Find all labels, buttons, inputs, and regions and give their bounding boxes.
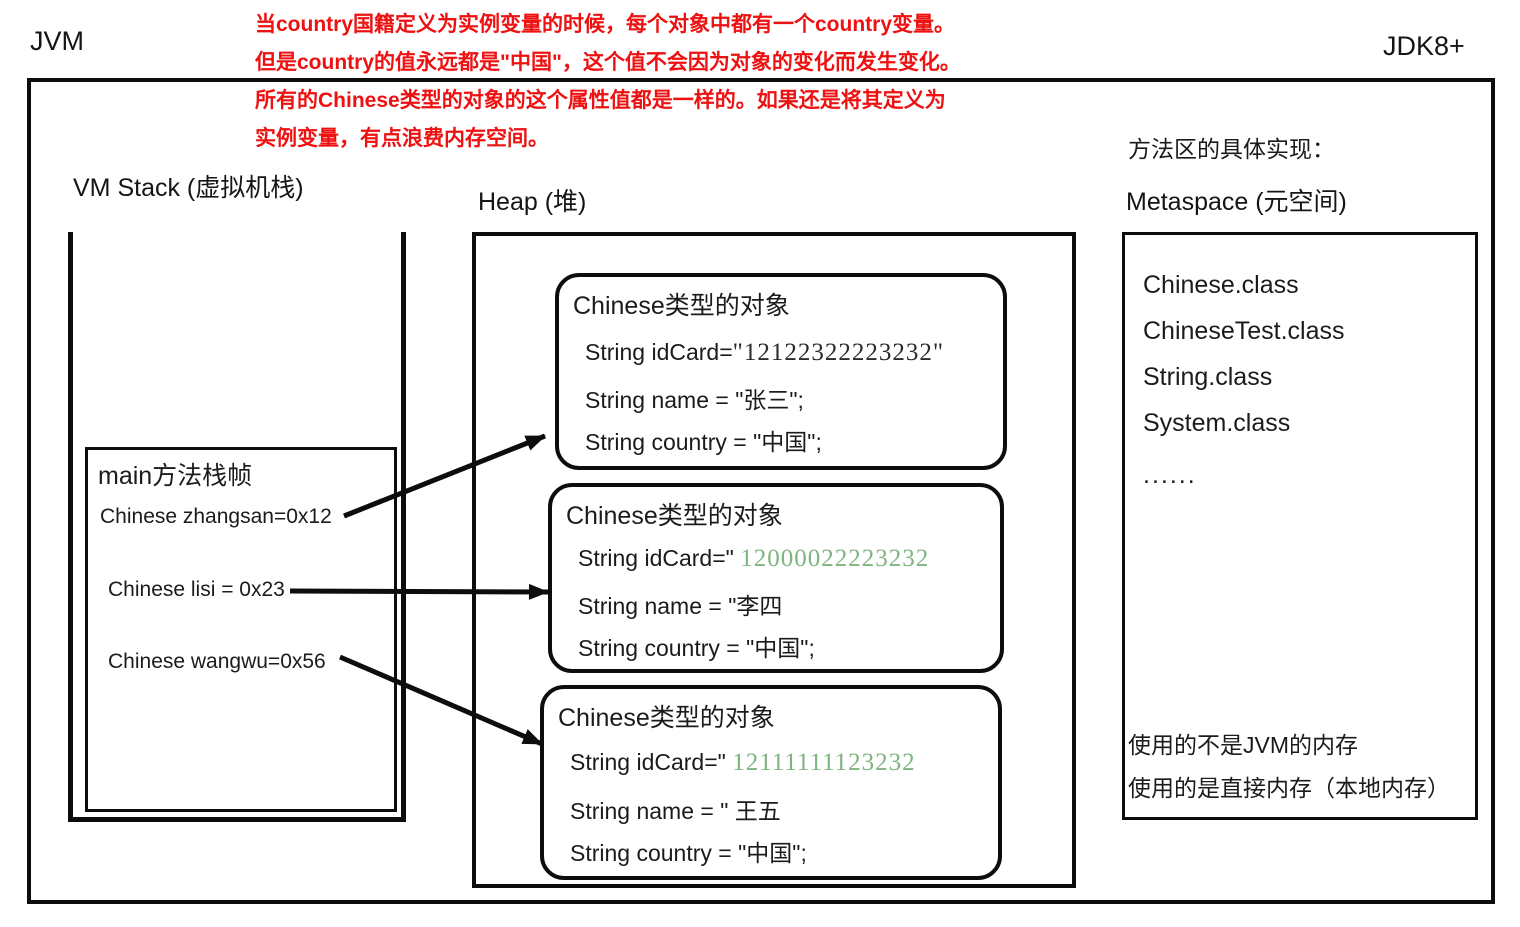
heap-object-title: Chinese类型的对象 [573, 292, 790, 320]
country-line: String country = "中国"; [585, 429, 822, 455]
country-line: String country = "中国"; [570, 840, 807, 866]
idcard-line: String idCard=" 12111111123232 [570, 749, 916, 777]
metaspace-note-2: 使用的是直接内存（本地内存） [1128, 775, 1450, 801]
stack-var-wangwu: Chinese wangwu=0x56 [108, 650, 326, 673]
idcard-line: String idCard=" 12000022223232 [578, 545, 929, 573]
idcard-label: String idCard=" [578, 545, 741, 571]
vm-stack-container [68, 232, 406, 822]
idcard-value: "12122322223232" [732, 339, 945, 366]
stack-var-zhangsan: Chinese zhangsan=0x12 [100, 505, 332, 528]
metaspace-class-list: Chinese.class ChineseTest.class String.c… [1143, 262, 1344, 498]
annotation-block: 当country国籍定义为实例变量的时候，每个对象中都有一个country变量。… [255, 6, 1035, 158]
metaspace-box [1122, 232, 1478, 820]
name-line: String name = "李四 [578, 593, 783, 619]
class-item: System.class [1143, 409, 1291, 437]
annotation-line-1: 当country国籍定义为实例变量的时候，每个对象中都有一个country变量。 [255, 13, 956, 36]
heap-object-title: Chinese类型的对象 [566, 502, 783, 530]
idcard-line: String idCard="12122322223232" [585, 339, 944, 367]
vm-stack-title: VM Stack (虚拟机栈) [73, 174, 304, 202]
jdk8-label: JDK8+ [1383, 31, 1465, 61]
jvm-outer-box [27, 78, 1495, 904]
annotation-line-4: 实例变量，有点浪费内存空间。 [255, 127, 549, 150]
name-line: String name = "张三"; [585, 387, 804, 413]
heap-object-wangwu: Chinese类型的对象 String idCard=" 12111111123… [540, 685, 1002, 880]
name-line: String name = " 王五 [570, 798, 781, 824]
class-item: ChineseTest.class [1143, 317, 1345, 345]
main-frame-title: main方法栈帧 [98, 462, 253, 490]
idcard-label: String idCard= [585, 339, 733, 365]
class-item: String.class [1143, 363, 1273, 391]
class-list-ellipsis: ...... [1143, 461, 1197, 489]
heap-object-lisi: Chinese类型的对象 String idCard=" 12000022223… [548, 483, 1004, 673]
metaspace-title: Metaspace (元空间) [1126, 188, 1347, 216]
class-item: Chinese.class [1143, 271, 1299, 299]
annotation-line-3: 所有的Chinese类型的对象的这个属性值都是一样的。如果还是将其定义为 [255, 89, 946, 112]
heap-title: Heap (堆) [478, 188, 587, 216]
idcard-value: 12111111123232 [732, 749, 916, 776]
main-stack-frame: main方法栈帧 Chinese zhangsan=0x12 Chinese l… [85, 447, 397, 812]
heap-object-zhangsan: Chinese类型的对象 String idCard="121223222232… [555, 273, 1007, 470]
idcard-value: 12000022223232 [740, 545, 930, 572]
country-line: String country = "中国"; [578, 635, 815, 661]
annotation-line-2: 但是country的值永远都是"中国"，这个值不会因为对象的变化而发生变化。 [255, 51, 961, 74]
metaspace-note-1: 使用的不是JVM的内存 [1128, 732, 1358, 758]
jvm-label: JVM [30, 26, 84, 56]
heap-object-title: Chinese类型的对象 [558, 704, 775, 732]
heap-box [472, 232, 1076, 888]
stack-var-lisi: Chinese lisi = 0x23 [108, 578, 285, 601]
method-area-heading: 方法区的具体实现： [1128, 136, 1335, 162]
metaspace-notes: 使用的不是JVM的内存 使用的是直接内存（本地内存） [1128, 724, 1450, 810]
idcard-label: String idCard=" [570, 749, 733, 775]
